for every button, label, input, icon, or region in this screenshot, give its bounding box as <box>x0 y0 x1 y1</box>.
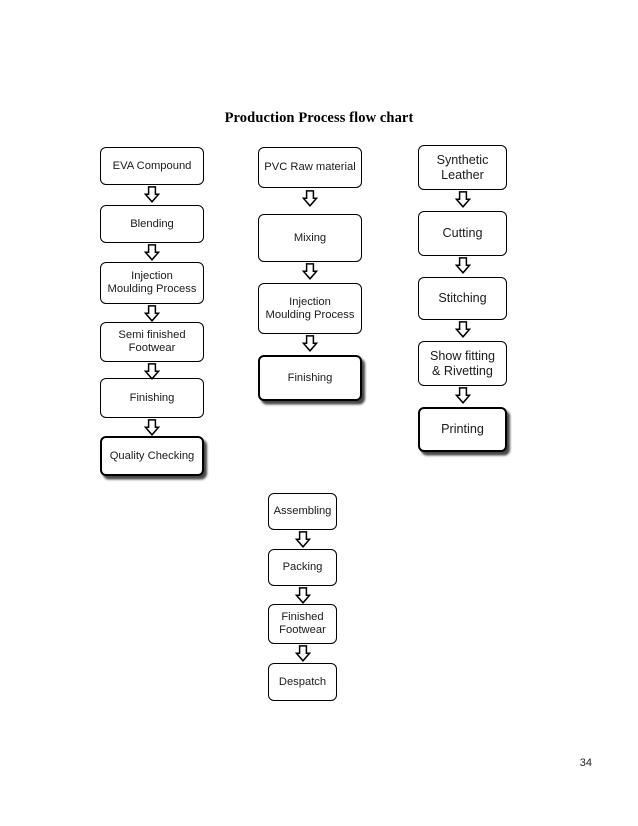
flow-node-label: PVC Raw material <box>264 161 356 173</box>
flow-node-label: Finished Footwear <box>279 611 326 636</box>
flow-node-label: Despatch <box>278 675 327 688</box>
flow-arrow-down-icon <box>144 244 160 261</box>
flow-node: Assembling <box>268 493 337 530</box>
flow-node-label: Injection Moulding Process <box>265 295 355 321</box>
flow-node-label: Show fitting & Rivetting <box>429 348 496 378</box>
flow-node-label: Injection Moulding Process <box>107 270 197 295</box>
flow-node-label: Packing <box>282 561 323 573</box>
page-title: Production Process flow chart <box>224 110 414 126</box>
flow-arrow-down-icon <box>144 419 160 436</box>
flow-arrow-down-icon <box>294 531 311 548</box>
flow-arrow-down-icon <box>144 186 160 203</box>
flow-node: Finishing <box>258 355 362 401</box>
flow-node-label: Finishing <box>129 391 175 404</box>
flow-node-label: Finishing <box>287 371 333 384</box>
flow-arrow-down-icon <box>294 587 311 604</box>
flow-node-label: Synthetic Leather <box>436 152 489 182</box>
flow-node: EVA Compound <box>100 147 204 185</box>
flow-node: Blending <box>100 205 204 243</box>
flow-node: Despatch <box>268 663 337 701</box>
flow-arrow-down-icon <box>144 305 160 322</box>
flow-node: Injection Moulding Process <box>100 262 204 304</box>
flow-arrow-down-icon <box>144 363 160 380</box>
flow-node-label: Mixing <box>293 231 327 244</box>
flow-node: PVC Raw material <box>258 147 362 188</box>
flow-node-label: Quality Checking <box>109 449 195 462</box>
flow-arrow-down-icon <box>302 263 318 280</box>
flow-node-label: Blending <box>130 217 174 230</box>
page-number: 34 <box>579 757 592 769</box>
flow-node-label: Printing <box>441 422 484 437</box>
flow-arrow-down-icon <box>454 387 471 404</box>
flow-node: Cutting <box>418 211 507 256</box>
flow-node: Injection Moulding Process <box>258 283 362 334</box>
flow-node-label: EVA Compound <box>112 159 192 172</box>
flow-node: Finished Footwear <box>268 604 337 644</box>
flow-arrow-down-icon <box>454 191 471 208</box>
flow-node: Packing <box>268 549 337 586</box>
flow-node: Synthetic Leather <box>418 145 507 190</box>
flow-node: Show fitting & Rivetting <box>418 341 507 386</box>
flow-arrow-down-icon <box>302 335 318 352</box>
flow-node-label: Stitching <box>438 291 487 306</box>
flow-node: Semi finished Footwear <box>100 322 204 362</box>
flow-arrow-down-icon <box>294 645 311 662</box>
flow-node-label: Cutting <box>442 226 483 241</box>
flow-node: Mixing <box>258 214 362 262</box>
flow-arrow-down-icon <box>302 190 318 207</box>
flow-node-label: Assembling <box>273 505 332 517</box>
flow-node: Stitching <box>418 277 507 320</box>
flow-node-label: Semi finished Footwear <box>118 329 186 354</box>
flow-arrow-down-icon <box>454 321 471 338</box>
flow-node: Quality Checking <box>100 436 204 476</box>
flow-node: Finishing <box>100 378 204 418</box>
flow-arrow-down-icon <box>454 257 471 274</box>
flow-node: Printing <box>418 407 507 452</box>
